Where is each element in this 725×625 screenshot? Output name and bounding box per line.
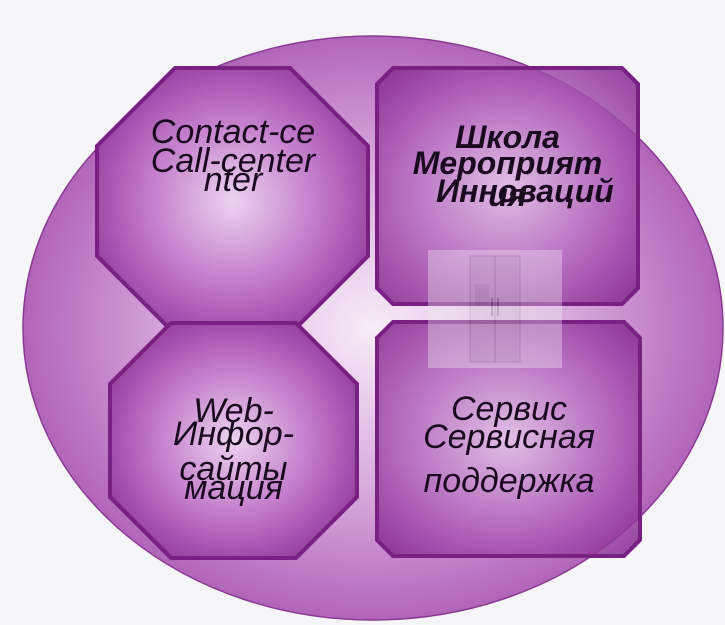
octagon-bottom-left xyxy=(110,323,357,558)
octagon-top-left xyxy=(97,68,368,334)
refrigerator-image xyxy=(428,250,562,368)
